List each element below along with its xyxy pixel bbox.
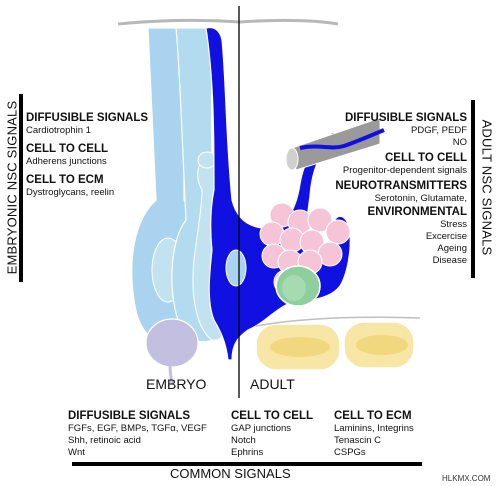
dark-blue-cell	[205, 26, 351, 361]
right-signal-bar	[471, 100, 475, 278]
adult-neurotransmitters-item: Serotonin, Glutamate,	[374, 193, 467, 204]
adult-environmental-item: Excercise	[425, 231, 467, 242]
adult-environmental-item: Disease	[432, 255, 467, 266]
lavender-cell	[145, 318, 199, 368]
common-diffusible-item: Shh, retinoic acid	[68, 435, 141, 446]
common-cell-to-cell-item: Ephrins	[231, 447, 264, 458]
common-cell-to-cell-header: CELL TO CELL	[231, 410, 313, 422]
embryo-label: EMBRYO	[146, 376, 207, 392]
common-signals-label: COMMON SIGNALS	[170, 466, 291, 481]
common-diffusible-item: FGFs, EGF, BMPs, TGFα, VEGF	[68, 423, 207, 434]
embryonic-cell-to-cell-header: CELL TO CELL	[26, 143, 108, 155]
adult-environmental-item: Ageing	[437, 243, 467, 254]
embryonic-diffusible-header: DIFFUSIBLE SIGNALS	[26, 112, 149, 124]
dark-blue-cell-nucleus	[225, 249, 247, 287]
ventricle-surface	[117, 18, 339, 26]
common-cell-to-ecm-group: CELL TO ECM Laminins, Integrins Tenascin…	[334, 410, 414, 459]
common-signal-bar	[72, 462, 422, 466]
adult-diffusible-header: DIFFUSIBLE SIGNALS	[344, 112, 467, 124]
adult-diffusible-item: PDGF, PEDF	[411, 125, 467, 136]
embryonic-diffusible-item: Cardiotrophin 1	[26, 125, 91, 136]
common-cell-to-ecm-item: Laminins, Integrins	[334, 423, 414, 434]
embryonic-nsc-signals-label: EMBRYONIC NSC SIGNALS	[4, 100, 20, 275]
adult-diffusible-item: NO	[452, 137, 467, 148]
blood-vessel-end	[285, 147, 299, 171]
adult-label: ADULT	[250, 376, 295, 392]
ependymal-lining	[255, 316, 421, 327]
lavender-process	[168, 365, 174, 385]
common-diffusible-item: Wnt	[68, 447, 85, 458]
common-diffusible-header: DIFFUSIBLE SIGNALS	[68, 410, 191, 422]
common-cell-to-ecm-item: CSPGs	[334, 447, 366, 458]
embryonic-cell-to-ecm-item: Dystroglycans, reelin	[26, 187, 115, 198]
vessel-wrapping-process	[299, 128, 385, 150]
common-cell-to-ecm-header: CELL TO ECM	[334, 410, 412, 422]
adult-cell-to-cell-header: CELL TO CELL	[385, 152, 467, 164]
pink-cell-cluster	[259, 202, 351, 295]
adult-neurotransmitters-header: NEUROTRANSMITTERS	[335, 180, 467, 192]
watermark: HLKMX.COM	[442, 474, 491, 483]
embryonic-signals-list: DIFFUSIBLE SIGNALS Cardiotrophin 1 CELL …	[26, 112, 148, 199]
adult-nsc-signals-label: ADULT NSC SIGNALS	[479, 119, 495, 256]
common-cell-to-cell-item: GAP junctions	[231, 423, 292, 434]
common-cell-to-ecm-item: Tenascin C	[334, 435, 381, 446]
ependymal-nucleus-1	[270, 337, 330, 357]
green-cell-nucleus	[282, 275, 306, 301]
common-diffusible-group: DIFFUSIBLE SIGNALS FGFs, EGF, BMPs, TGFα…	[68, 410, 207, 459]
ependymal-nucleus-2	[356, 335, 408, 355]
adult-environmental-item: Stress	[440, 219, 467, 230]
adult-environmental-header: ENVIRONMENTAL	[367, 206, 467, 218]
left-signal-bar	[19, 94, 23, 282]
common-cell-to-cell-group: CELL TO CELL GAP junctions Notch Ephrins	[231, 410, 313, 459]
adult-signals-list: DIFFUSIBLE SIGNALS PDGF, PEDF NO CELL TO…	[335, 112, 467, 267]
common-cell-to-cell-item: Notch	[231, 435, 256, 446]
adult-cell-to-cell-item: Progenitor-dependent signals	[342, 165, 467, 176]
embryonic-cell-to-cell-item: Adherens junctions	[26, 156, 107, 167]
embryonic-cell-to-ecm-header: CELL TO ECM	[26, 174, 104, 186]
